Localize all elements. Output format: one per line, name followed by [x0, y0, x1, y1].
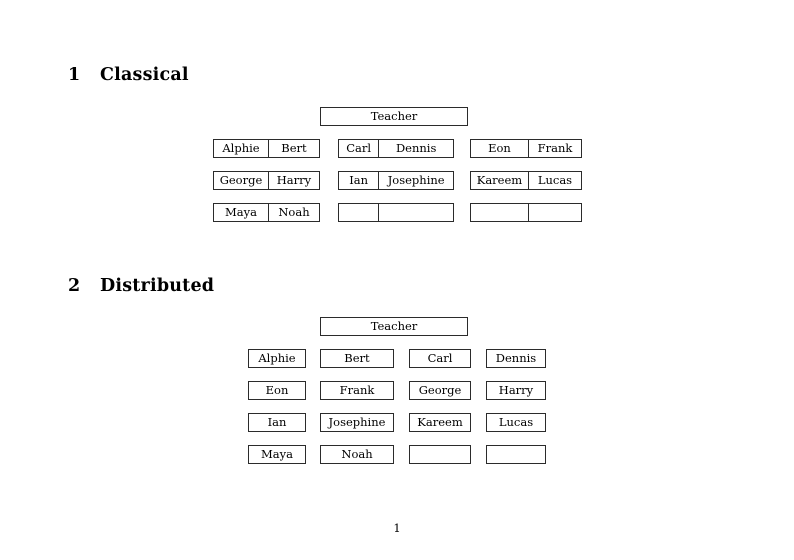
table-cell: Kareem	[476, 172, 523, 187]
distributed-box[interactable]: Bert	[320, 349, 394, 368]
distributed-box-label: Carl	[427, 350, 453, 365]
distributed-box[interactable]: Josephine	[320, 413, 394, 432]
distributed-box[interactable]: Ian	[248, 413, 306, 432]
classical-group3-row2[interactable]: Kareem Lucas	[470, 171, 582, 190]
distributed-box-label: Josephine	[328, 414, 386, 429]
classical-group1-row3[interactable]: Maya Noah	[213, 203, 320, 222]
distributed-box-label: Eon	[265, 382, 289, 397]
distributed-box[interactable]: Lucas	[486, 413, 546, 432]
table-cell: Frank	[527, 140, 581, 157]
table-cell	[527, 204, 581, 221]
distributed-box[interactable]: Carl	[409, 349, 471, 368]
section-heading-distributed: 2 Distributed	[68, 276, 214, 296]
distributed-box-label: Dennis	[495, 350, 537, 365]
classical-group1-row1[interactable]: Alphie Bert	[213, 139, 320, 158]
distributed-box[interactable]	[409, 445, 471, 464]
table-cell: Bert	[267, 140, 319, 157]
table-cell: Harry	[267, 172, 319, 189]
distributed-box[interactable]: Kareem	[409, 413, 471, 432]
distributed-teacher-box[interactable]: Teacher	[320, 317, 468, 336]
table-cell: Ian	[349, 172, 369, 187]
distributed-box-label: Lucas	[498, 414, 534, 429]
distributed-box-label: Alphie	[258, 350, 296, 365]
distributed-box-label: Frank	[339, 382, 375, 397]
section-heading-classical: 1 Classical	[68, 65, 189, 85]
classical-group2-row3[interactable]	[338, 203, 454, 222]
table-cell: Carl	[346, 140, 372, 155]
distributed-box[interactable]: Harry	[486, 381, 546, 400]
classical-teacher-label: Teacher	[370, 108, 418, 123]
distributed-box-label: Kareem	[417, 414, 463, 429]
section-number: 1	[68, 65, 81, 85]
distributed-box[interactable]	[486, 445, 546, 464]
page-number: 1	[393, 521, 401, 535]
table-cell: Lucas	[527, 172, 581, 189]
distributed-box-label: Harry	[498, 382, 534, 397]
table-cell: George	[219, 172, 263, 187]
table-cell	[378, 204, 453, 221]
table-cell: Josephine	[378, 172, 453, 189]
distributed-box-label: Noah	[341, 446, 373, 461]
classical-group3-row1[interactable]: Eon Frank	[470, 139, 582, 158]
table-cell: Dennis	[378, 140, 453, 157]
table-cell	[339, 204, 378, 221]
table-cell: Eon	[488, 140, 511, 155]
section-title: Distributed	[100, 276, 215, 296]
classical-group1-row2[interactable]: George Harry	[213, 171, 320, 190]
distributed-box-label: Ian	[267, 414, 287, 429]
distributed-box[interactable]: Eon	[248, 381, 306, 400]
classical-group2-row2[interactable]: Ian Josephine	[338, 171, 454, 190]
distributed-box[interactable]: Alphie	[248, 349, 306, 368]
classical-group2-row1[interactable]: Carl Dennis	[338, 139, 454, 158]
table-cell: Noah	[267, 204, 319, 221]
distributed-box[interactable]: George	[409, 381, 471, 400]
section-title: Classical	[100, 65, 189, 85]
table-cell	[471, 204, 528, 221]
distributed-box[interactable]: Noah	[320, 445, 394, 464]
table-cell: Maya	[224, 204, 257, 219]
distributed-box-label: Maya	[261, 446, 293, 461]
distributed-box-label: George	[418, 382, 462, 397]
distributed-box[interactable]: Dennis	[486, 349, 546, 368]
table-cell: Alphie	[222, 140, 260, 155]
distributed-box-label: Bert	[344, 350, 370, 365]
distributed-box[interactable]: Frank	[320, 381, 394, 400]
classical-teacher-box[interactable]: Teacher	[320, 107, 468, 126]
distributed-box[interactable]: Maya	[248, 445, 306, 464]
section-number: 2	[68, 276, 81, 296]
distributed-teacher-label: Teacher	[370, 318, 418, 333]
classical-group3-row3[interactable]	[470, 203, 582, 222]
